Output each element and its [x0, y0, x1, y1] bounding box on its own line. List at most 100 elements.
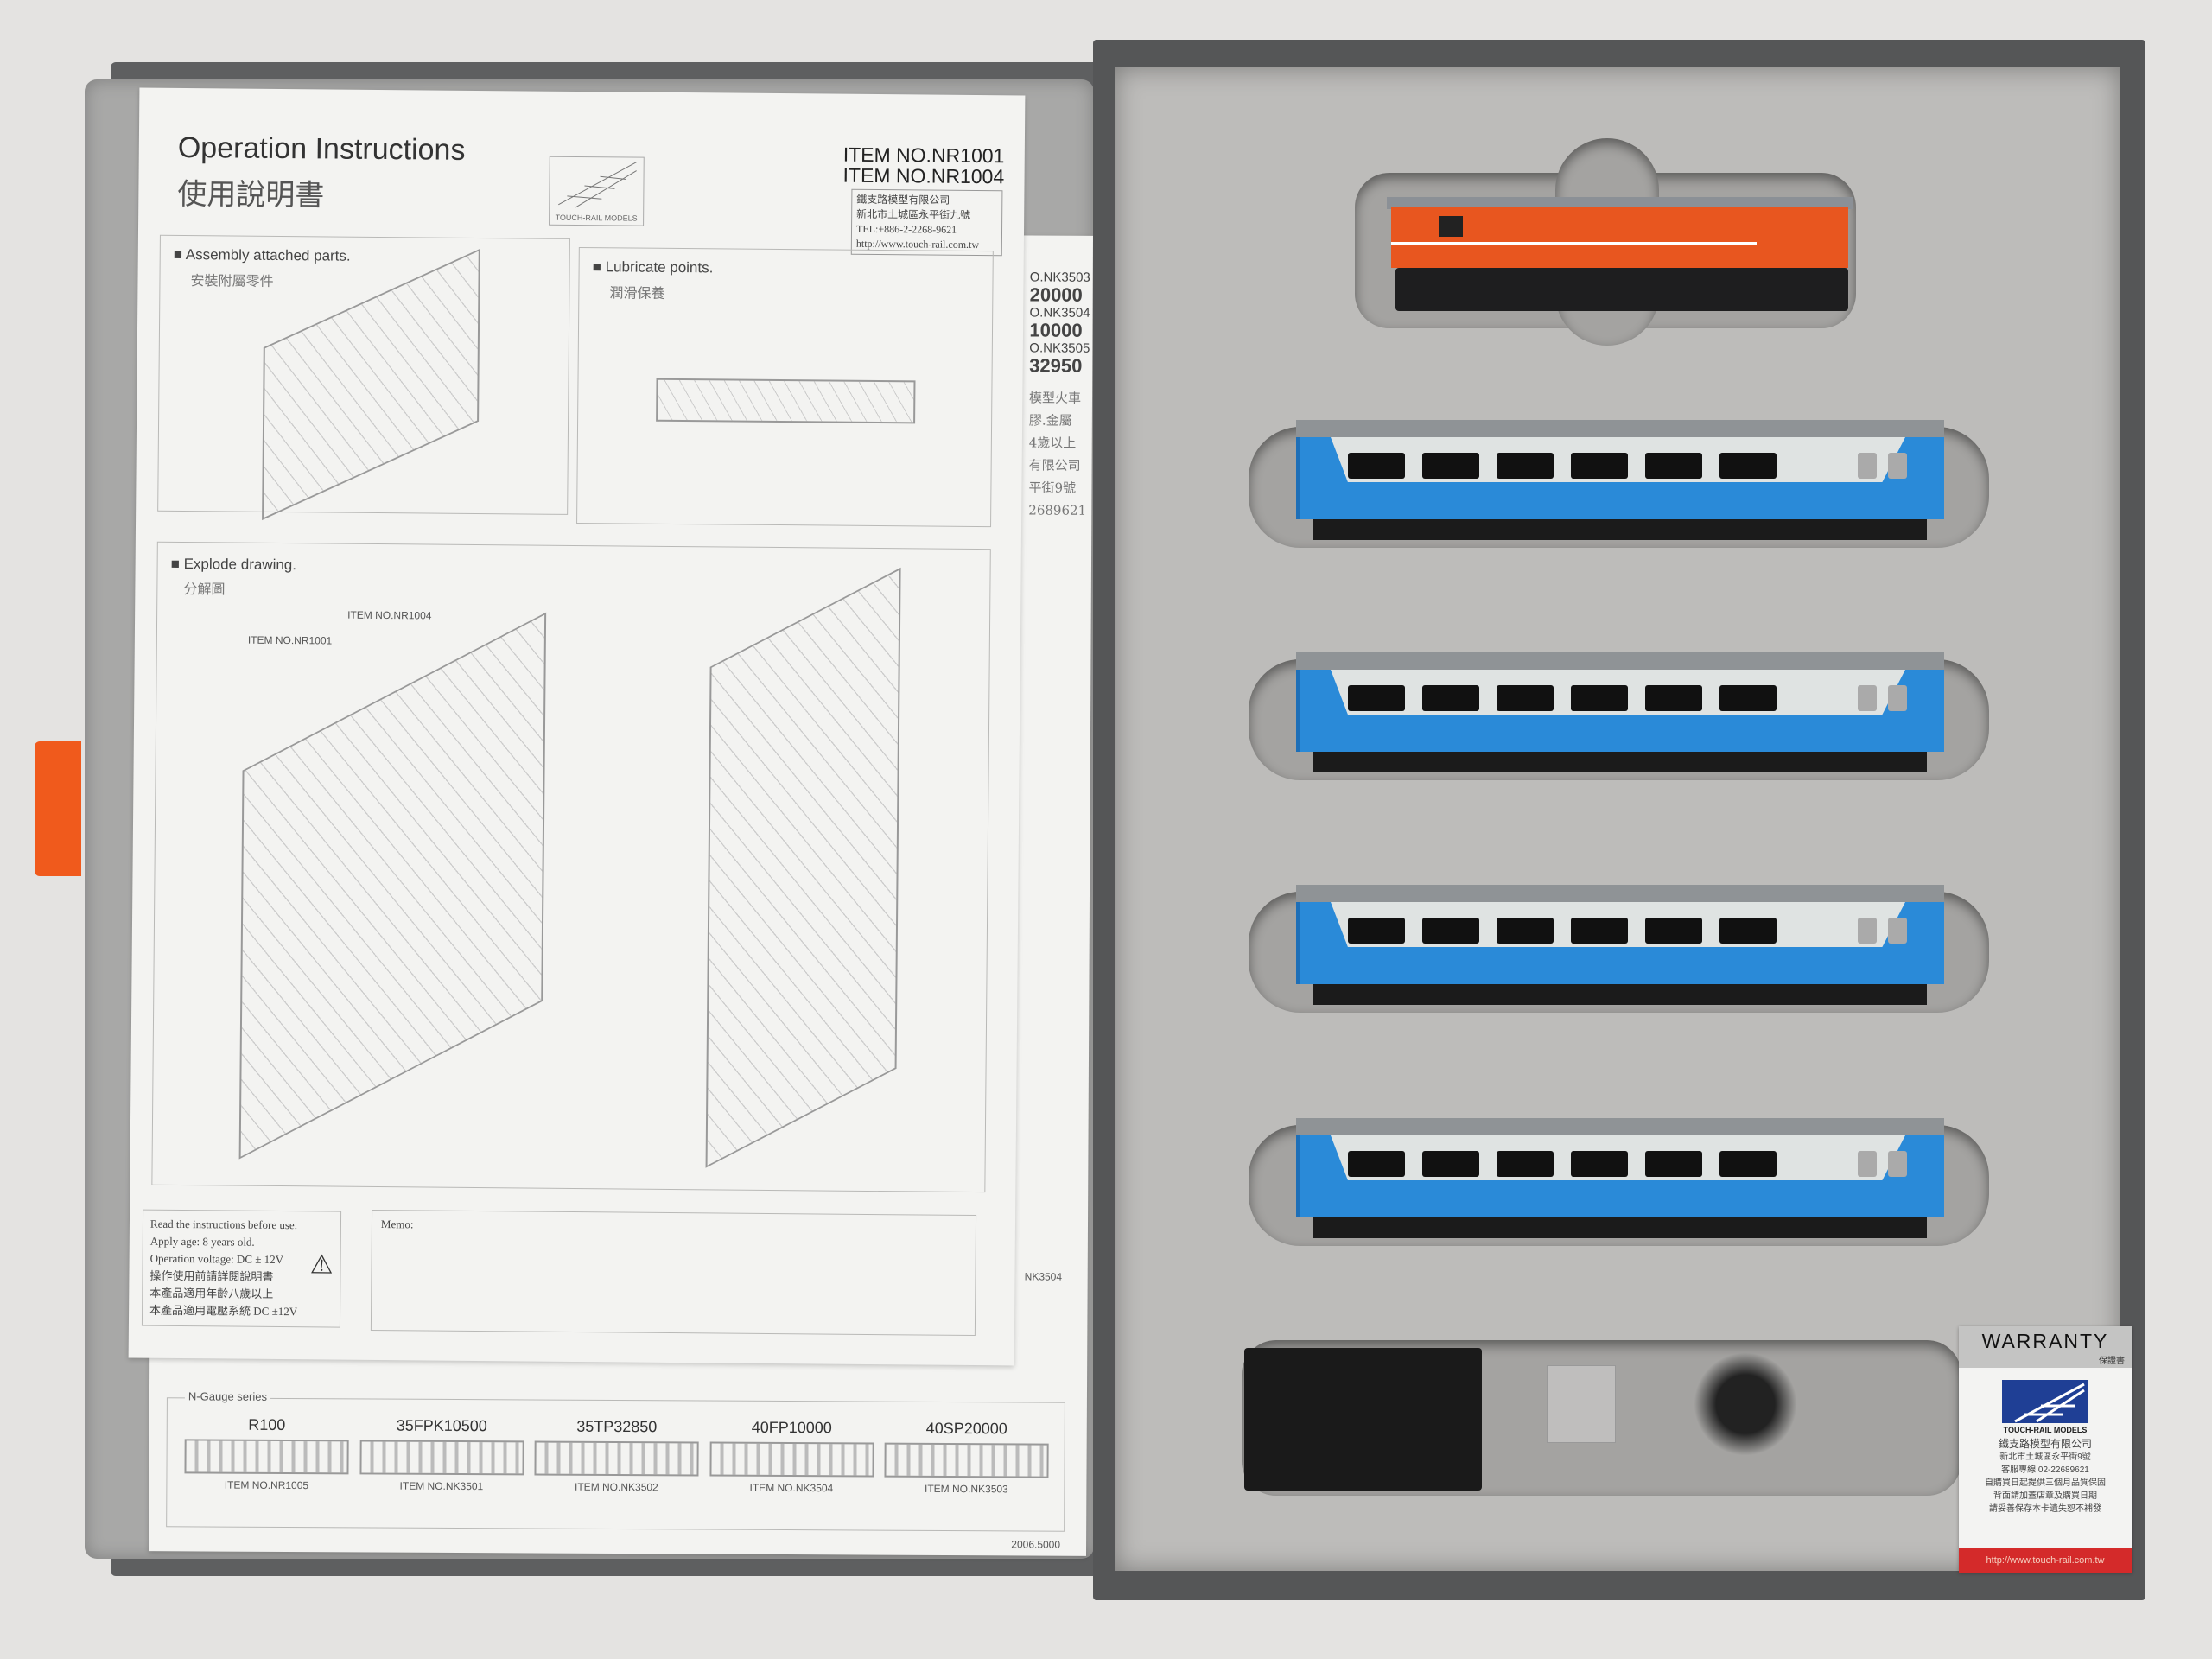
lubricate-title-cn: 潤滑保養: [609, 284, 665, 302]
series-name: 40SP20000: [925, 1419, 1007, 1438]
series-name: R100: [248, 1415, 286, 1433]
series-item: 35TP32850 ITEM NO.NK3502: [534, 1417, 699, 1522]
coach-underframe: [1313, 1217, 1927, 1238]
coach-underframe: [1313, 519, 1927, 540]
edge-text: 膠.金屬: [1028, 412, 1072, 429]
coach-window: [1422, 1151, 1479, 1177]
warranty-line: 鐵支路模型有限公司: [1998, 1438, 2092, 1450]
series-item-no: ITEM NO.NR1005: [224, 1478, 309, 1492]
series-item: 35FPK10500 ITEM NO.NK3501: [359, 1416, 524, 1521]
series-item: 40SP20000 ITEM NO.NK3503: [884, 1420, 1049, 1524]
notice-line: Operation voltage: DC ± 12V: [149, 1251, 284, 1267]
company-info: 鐵支路模型有限公司 新北市土城區永平街九號 TEL:+886-2-2268-96…: [850, 188, 1003, 257]
rerailer-accessory: [1244, 1348, 1482, 1491]
warranty-line: 請妥善保存本卡遺失恕不補發: [1989, 1504, 2101, 1514]
edge-text: 20000: [1029, 283, 1083, 306]
coach-window: [1348, 1151, 1405, 1177]
series-drawing: [359, 1440, 524, 1476]
memo-label: Memo:: [380, 1217, 414, 1231]
coach-window: [1497, 453, 1554, 479]
warranty-brand: TOUCH-RAIL MODELS: [2003, 1426, 2088, 1434]
coach-window: [1497, 1151, 1554, 1177]
coach-door-window: [1858, 685, 1877, 711]
coach-window: [1719, 453, 1777, 479]
edge-text: O.NK3505: [1029, 340, 1090, 356]
locomotive-explode-drawing: [238, 612, 547, 1160]
coach-window: [1571, 453, 1628, 479]
notice-line: 本產品適用電壓系統 DC ±12V: [149, 1303, 298, 1319]
notice-box: Read the instructions before use. Apply …: [141, 1209, 342, 1328]
item-numbers: ITEM NO.NR1001 ITEM NO.NR1004: [842, 143, 1005, 188]
coach-window: [1645, 685, 1702, 711]
coach-underframe: [1313, 984, 1927, 1005]
notice-line: Apply age: 8 years old.: [149, 1234, 255, 1249]
locomotive-assembly-drawing: [262, 248, 480, 521]
memo-box: Memo:: [370, 1209, 977, 1337]
series-label: N-Gauge series: [184, 1389, 271, 1403]
edge-text: O.NK3504: [1029, 305, 1090, 321]
rail-track-icon: [2014, 1382, 2085, 1423]
cab-window: [1439, 216, 1463, 237]
coach-window: [1645, 453, 1702, 479]
series-item: R100 ITEM NO.NR1005: [184, 1415, 349, 1520]
warranty-line: 新北市土城區永平街9號: [1999, 1452, 2091, 1462]
explode-title: ■ Explode drawing.: [170, 555, 297, 574]
coach-roof: [1296, 420, 1944, 439]
coach-window: [1571, 1151, 1628, 1177]
coach-window: [1571, 685, 1628, 711]
assembly-title-cn: 安裝附屬零件: [190, 272, 274, 289]
print-code: 2006.5000: [1011, 1538, 1061, 1551]
warranty-url: http://www.touch-rail.com.tw: [1959, 1548, 2132, 1573]
company-address: 新北市土城區永平街九號: [856, 207, 971, 221]
warranty-lines: 鐵支路模型有限公司 新北市土城區永平街9號 客服專線 02-22689621 自…: [1959, 1438, 2132, 1516]
series-drawing: [184, 1439, 349, 1475]
explode-label: ITEM NO.NR1004: [347, 608, 432, 622]
coach-door-window: [1858, 918, 1877, 944]
logo-text: TOUCH-RAIL MODELS: [555, 213, 638, 223]
coach-roof: [1296, 652, 1944, 671]
warranty-header: WARRANTY 保證書: [1959, 1326, 2132, 1368]
coach-roof: [1296, 1118, 1944, 1137]
assembly-section: ■ Assembly attached parts. 安裝附屬零件: [157, 234, 570, 521]
coach-window: [1422, 685, 1479, 711]
explode-title-cn: 分解圖: [183, 581, 226, 598]
chassis-explode-drawing: [705, 567, 901, 1168]
locomotive-chassis: [1395, 268, 1848, 311]
series-name: 35FPK10500: [396, 1416, 487, 1435]
assembly-title: ■ Assembly attached parts.: [173, 245, 351, 264]
warranty-line: 自購買日起提供三個月品質保固: [1985, 1478, 2106, 1488]
sheet-edge-cn: 模型火車 膠.金屬 4歲以上 有限公司 平街9號 2689621: [1028, 386, 1087, 521]
coach-window: [1719, 918, 1777, 944]
item-no: ITEM NO.NR1004: [842, 163, 1005, 188]
locomotive-model: [1387, 188, 1853, 314]
warranty-card: WARRANTY 保證書 TOUCH-RAIL MODELS 鐵支路模型有限公司…: [1959, 1326, 2132, 1573]
edge-text: 平街9號: [1028, 480, 1077, 496]
coach-roof: [1296, 885, 1944, 904]
series-item-no: ITEM NO.NK3501: [399, 1479, 484, 1493]
coach-window: [1348, 453, 1405, 479]
instruction-sheet: Operation Instructions 使用說明書 TOUCH-RAIL …: [128, 87, 1026, 1366]
edge-text: 有限公司: [1028, 457, 1081, 474]
coach-door-window: [1888, 453, 1907, 479]
lubrication-drawing: [656, 378, 916, 424]
locomotive-roof: [1387, 197, 1853, 209]
series-drawing: [884, 1442, 1049, 1478]
coach-window: [1719, 685, 1777, 711]
assembly-title-text: Assembly attached parts.: [185, 246, 351, 264]
coach-underframe: [1313, 752, 1927, 772]
series-item-no: ITEM NO.NK3503: [925, 1482, 1008, 1496]
coach-window: [1497, 918, 1554, 944]
coach-door-window: [1888, 918, 1907, 944]
series-name: 40FP10000: [751, 1418, 832, 1437]
coach-window: [1645, 1151, 1702, 1177]
coach-window: [1348, 685, 1405, 711]
warranty-title: WARRANTY: [1981, 1330, 2109, 1352]
explode-section: ■ Explode drawing. 分解圖 ITEM NO.NR1004 IT…: [151, 541, 991, 1193]
warranty-line: 客服專線 02-22689621: [2001, 1465, 2089, 1475]
orange-pull-tab: [35, 741, 81, 876]
coach-door-window: [1858, 453, 1877, 479]
coach-door-window: [1888, 685, 1907, 711]
warranty-line: 背面請加蓋店章及購買日期: [1993, 1491, 2097, 1501]
touch-rail-logo: TOUCH-RAIL MODELS: [549, 156, 645, 226]
